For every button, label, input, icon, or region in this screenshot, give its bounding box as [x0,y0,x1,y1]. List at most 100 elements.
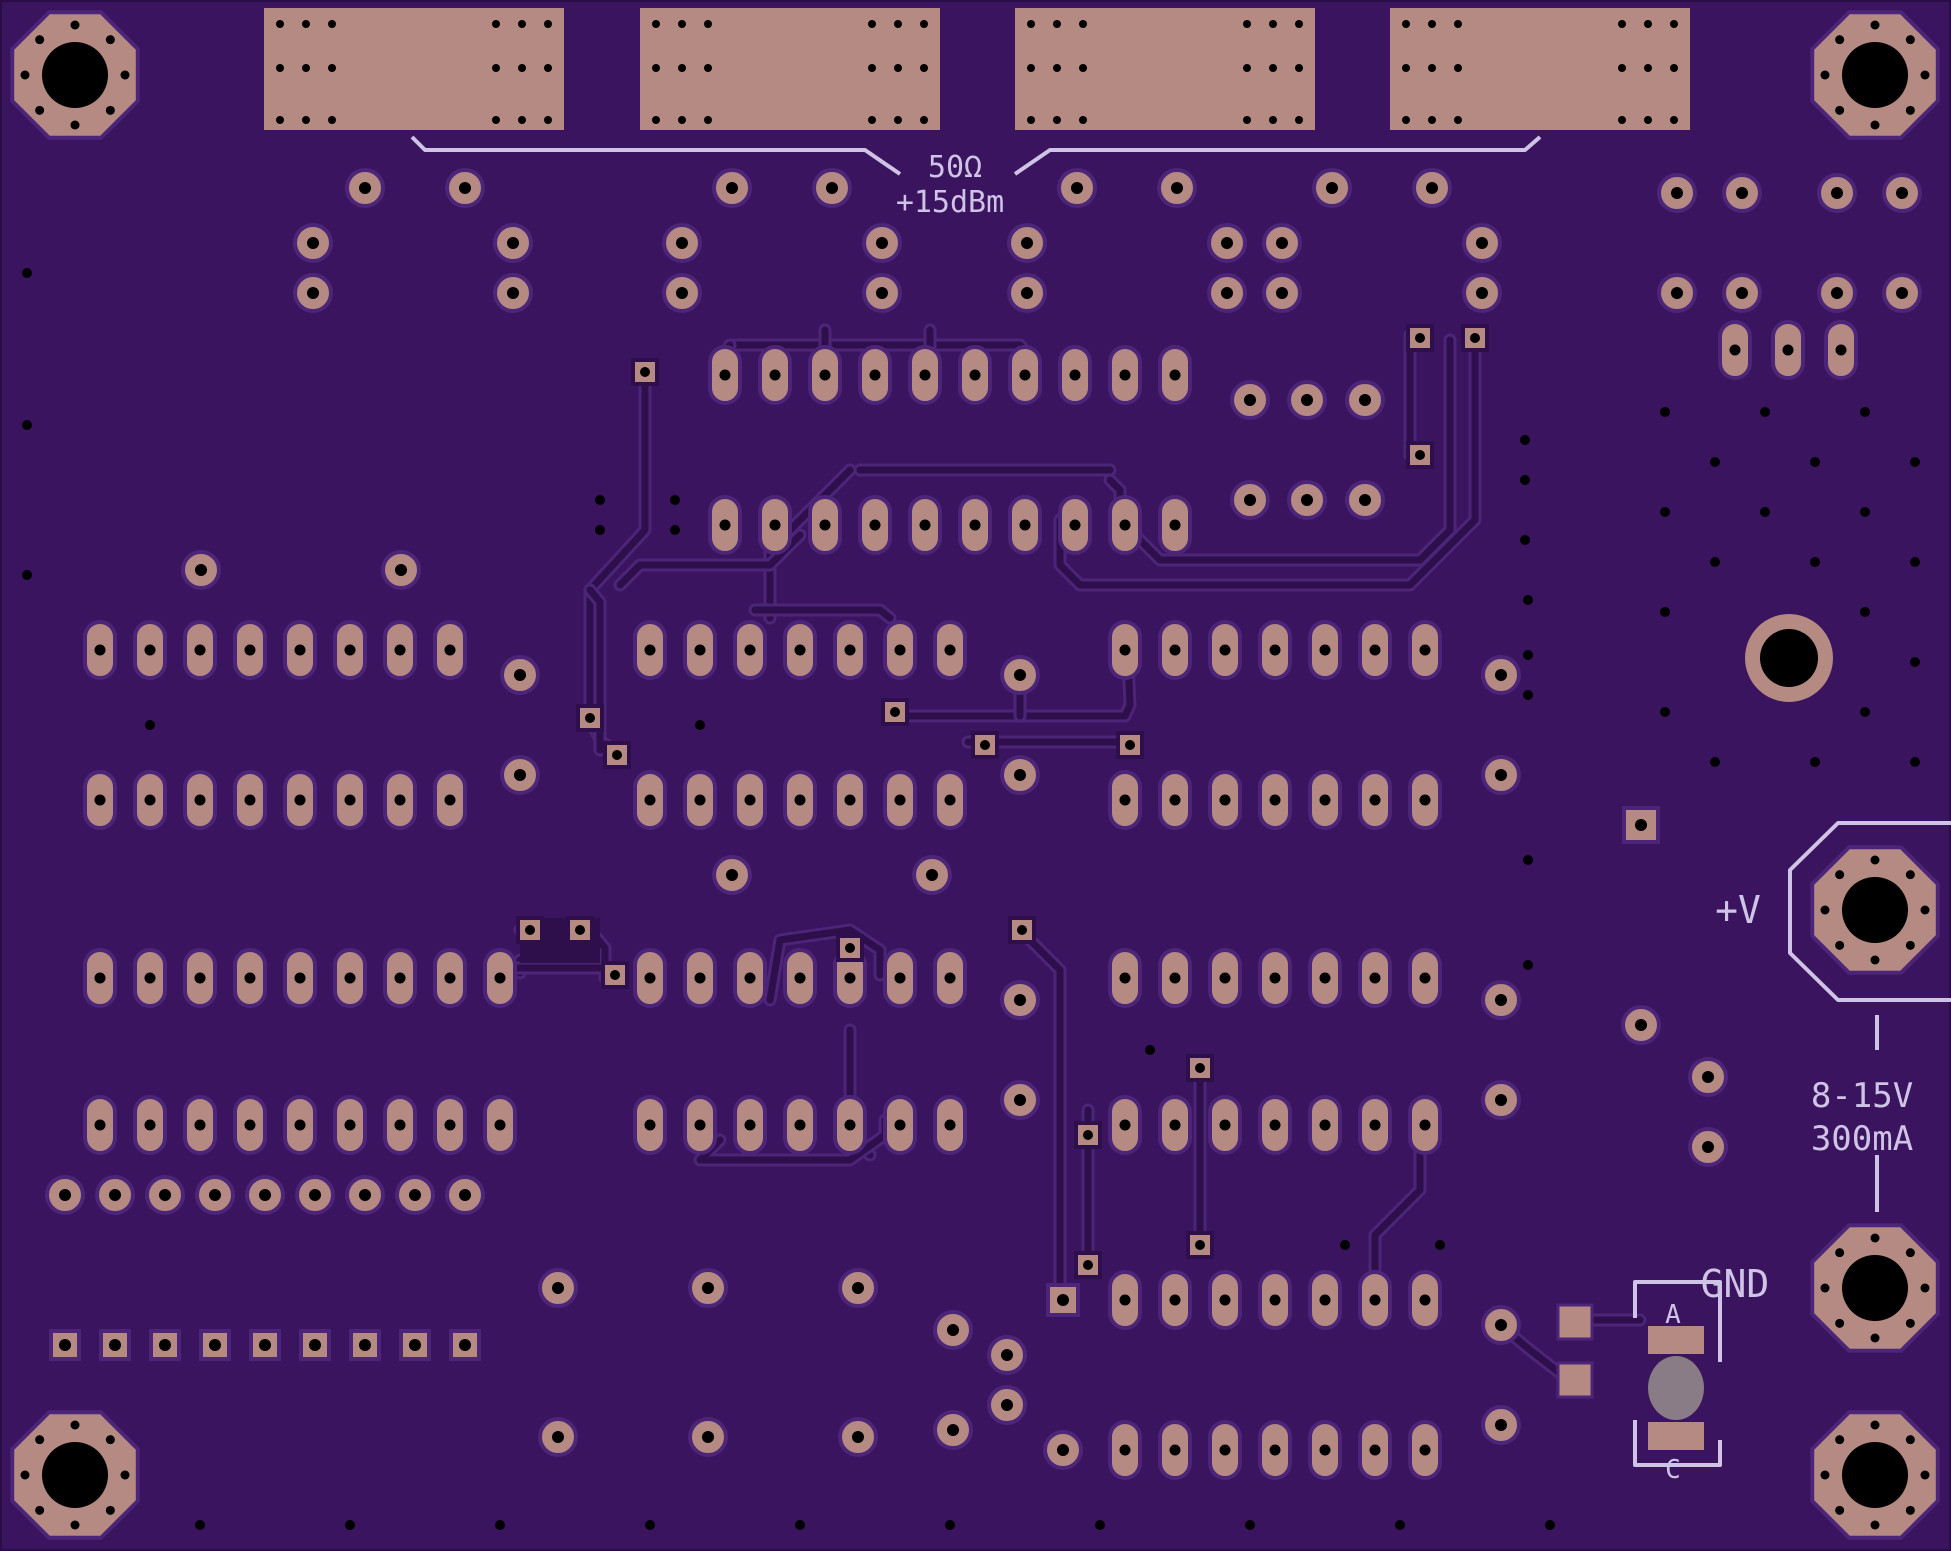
header-square-pin [449,1329,481,1361]
dip-pin [1718,320,1752,380]
header-square-pin [149,1329,181,1361]
dip-pin [83,948,117,1008]
via [1810,757,1820,767]
mounting-hole-bottom-right [1810,1410,1940,1540]
round-pad [912,855,952,895]
rf-bracket-left [410,135,902,176]
rf-connector-4 [1390,8,1690,130]
round-pad [1621,1005,1661,1045]
silkscreen [410,135,1951,1467]
dip-pin [833,1095,867,1155]
round-pad [933,1410,973,1450]
round-pad [1000,655,1040,695]
via [1860,407,1870,417]
power-jack-gnd [1810,1223,1940,1353]
via [1860,607,1870,617]
dip-pin [958,345,992,405]
dip-pin [708,345,742,405]
led-anode-label: A [1665,1300,1681,1330]
round-pad [1722,273,1762,313]
dip-pin [1158,620,1192,680]
via [495,1520,505,1530]
round-pad [1722,173,1762,213]
dip-pin [1358,620,1392,680]
via [22,268,32,278]
dip-pin [433,770,467,830]
via-pad [601,961,629,989]
round-pad [1207,273,1247,313]
dip-pin [333,770,367,830]
round-pad [445,168,485,208]
round-pad [1481,1405,1521,1445]
via [1520,435,1530,445]
dip-pin [283,1095,317,1155]
dip-pin [1208,1270,1242,1330]
round-pad [812,168,852,208]
via-pad [1074,1121,1102,1149]
dip-pin [1158,1270,1192,1330]
dip-pin [233,948,267,1008]
dip-pin [433,620,467,680]
dip-pin [933,948,967,1008]
current-label: 300mA [1811,1119,1913,1159]
dip-pin [1408,948,1442,1008]
round-pad [1817,273,1857,313]
via [1523,650,1533,660]
led-outline-bottom [1633,1420,1722,1467]
dip-pin [683,948,717,1008]
through-hole-pads [45,168,1922,1480]
via [1710,557,1720,567]
dip-pin [1108,620,1142,680]
gnd-label: GND [1701,1262,1770,1306]
dip-pin [1308,1270,1342,1330]
dip-pin [1158,1420,1192,1480]
dip-pin [1824,320,1858,380]
smd-pad [1556,1361,1594,1399]
via-pad [1116,731,1144,759]
dip-pin [1158,495,1192,555]
via [1523,960,1533,970]
dip-pin [1008,345,1042,405]
dip-pin [1408,1270,1442,1330]
via [1910,657,1920,667]
via [1660,407,1670,417]
round-pad [987,1335,1027,1375]
round-pad [1345,380,1385,420]
via [1760,507,1770,517]
trace [1371,1146,1424,1289]
dip-pin [83,620,117,680]
header-square-pin [349,1329,381,1361]
dip-pin [908,345,942,405]
power-level-label: +15dBm [896,185,1004,220]
dip-pin [133,620,167,680]
header-round-pin [195,1175,235,1215]
dip-pin [683,770,717,830]
round-pad [1207,223,1247,263]
dip-pin [1258,948,1292,1008]
dip-pin [633,1095,667,1155]
round-pad [293,223,333,263]
round-pad [712,855,752,895]
mounting-hole-top-left [10,10,140,140]
led-outline-top [1633,1280,1722,1362]
round-pad [1262,273,1302,313]
dip-pin [908,495,942,555]
dip-pin [183,620,217,680]
round-pad [1007,223,1047,263]
dip-pin [933,770,967,830]
dip-pin [1258,1270,1292,1330]
round-pad [1157,168,1197,208]
round-pad [500,755,540,795]
via [1545,1520,1555,1530]
dip-pin [1208,948,1242,1008]
dip-pin [383,1095,417,1155]
round-pad [345,168,385,208]
rf-connector-3 [1015,8,1315,130]
via [1340,1240,1350,1250]
dip-pin [633,948,667,1008]
dip-pin [1108,770,1142,830]
via [195,1520,205,1530]
header-round-pin [445,1175,485,1215]
via [345,1520,355,1530]
dip-pin [633,620,667,680]
